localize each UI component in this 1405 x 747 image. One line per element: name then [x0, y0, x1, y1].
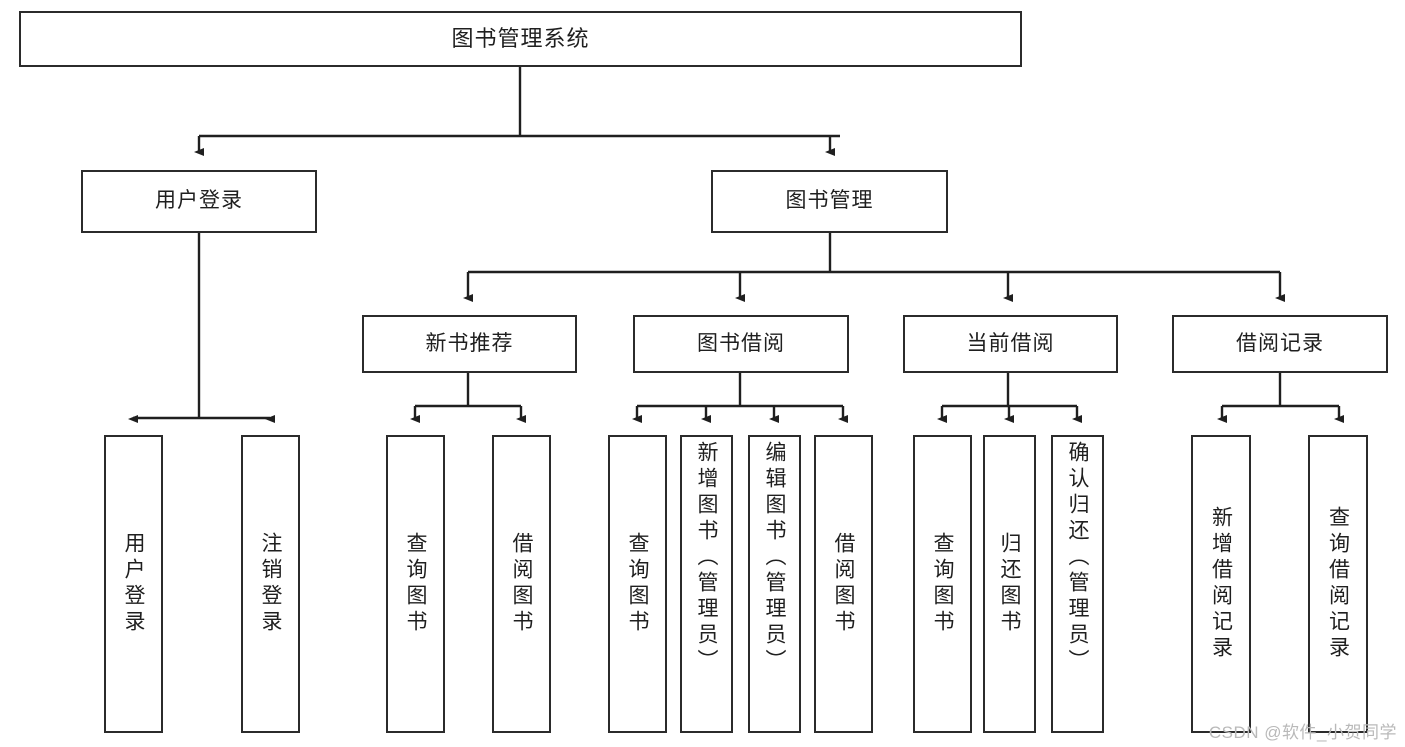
node-leaf-edit-book-label: 编辑图书（管理员） [763, 441, 786, 675]
csdn-watermark: CSDN @软件_小贺同学 [1208, 723, 1397, 742]
node-leaf-query-record-label: 查询借阅记录 [1326, 506, 1350, 662]
node-leaf-query-book-1-label: 查询图书 [404, 532, 427, 636]
node-book-borrow[interactable]: 图书借阅 [633, 315, 849, 373]
node-leaf-add-record-label: 新增借阅记录 [1209, 506, 1233, 662]
node-leaf-return-book-label: 归还图书 [998, 532, 1021, 636]
node-user-login[interactable]: 用户登录 [81, 170, 317, 233]
node-borrow-record[interactable]: 借阅记录 [1172, 315, 1388, 373]
node-leaf-borrow-book-2[interactable]: 借阅图书 [814, 435, 873, 733]
node-leaf-query-book-2[interactable]: 查询图书 [608, 435, 667, 733]
node-root-label: 图书管理系统 [451, 26, 590, 52]
node-leaf-user-login[interactable]: 用户登录 [104, 435, 163, 733]
node-new-book-recommend-label: 新书推荐 [425, 331, 514, 355]
node-leaf-add-book[interactable]: 新增图书（管理员） [680, 435, 733, 733]
node-leaf-logout-login[interactable]: 注销登录 [241, 435, 300, 733]
node-leaf-query-book-1[interactable]: 查询图书 [386, 435, 445, 733]
node-leaf-logout-login-label: 注销登录 [259, 532, 282, 636]
node-new-book-recommend[interactable]: 新书推荐 [362, 315, 577, 373]
node-current-borrow[interactable]: 当前借阅 [903, 315, 1118, 373]
node-leaf-return-book[interactable]: 归还图书 [983, 435, 1036, 733]
node-leaf-borrow-book-1[interactable]: 借阅图书 [492, 435, 551, 733]
node-leaf-user-login-label: 用户登录 [122, 532, 145, 636]
node-leaf-query-record[interactable]: 查询借阅记录 [1308, 435, 1368, 733]
node-leaf-add-book-label: 新增图书（管理员） [695, 441, 718, 675]
node-book-manage-label: 图书管理 [785, 189, 874, 213]
node-borrow-record-label: 借阅记录 [1236, 331, 1324, 355]
node-user-login-label: 用户登录 [155, 189, 243, 213]
node-root[interactable]: 图书管理系统 [19, 11, 1022, 67]
node-leaf-query-book-3-label: 查询图书 [931, 532, 954, 636]
node-leaf-edit-book[interactable]: 编辑图书（管理员） [748, 435, 801, 733]
node-leaf-query-book-2-label: 查询图书 [626, 532, 649, 636]
node-leaf-add-record[interactable]: 新增借阅记录 [1191, 435, 1251, 733]
node-leaf-confirm-return[interactable]: 确认归还（管理员） [1051, 435, 1104, 733]
node-leaf-borrow-book-2-label: 借阅图书 [832, 532, 855, 636]
node-leaf-query-book-3[interactable]: 查询图书 [913, 435, 972, 733]
node-leaf-borrow-book-1-label: 借阅图书 [510, 532, 533, 636]
node-book-manage[interactable]: 图书管理 [711, 170, 948, 233]
node-book-borrow-label: 图书借阅 [697, 331, 785, 355]
node-current-borrow-label: 当前借阅 [966, 331, 1055, 355]
node-leaf-confirm-return-label: 确认归还（管理员） [1066, 441, 1089, 675]
